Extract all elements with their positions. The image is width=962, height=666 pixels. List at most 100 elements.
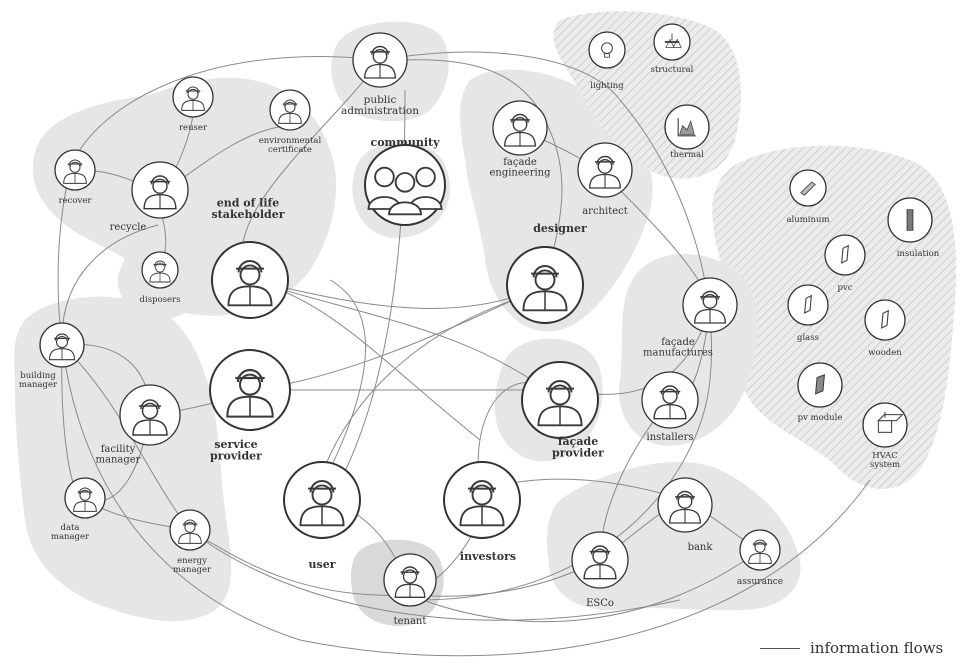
node-label: pv module [798, 413, 843, 423]
installers-icon [653, 385, 687, 420]
tenant-icon [394, 566, 426, 598]
insulation-panel-icon [906, 209, 914, 231]
end-of-life-stakeholder-icon [227, 260, 273, 307]
node-label: installers [647, 432, 694, 443]
node-investors: investors [443, 461, 521, 563]
node-label: building [20, 371, 56, 381]
public-administration-icon [364, 45, 396, 79]
node-label: service [214, 438, 257, 451]
node-label: lighting [590, 81, 624, 91]
node-label: façade [558, 435, 598, 448]
flow-line [249, 279, 561, 401]
thermal-chart-icon [677, 118, 696, 137]
glass-panel-icon [804, 294, 812, 314]
environmental-certificate-icon [278, 99, 302, 124]
building-manager-icon [48, 333, 76, 361]
aluminum-profile-icon [800, 181, 816, 196]
node-circle [664, 104, 710, 150]
legend-line-swatch [760, 647, 800, 649]
node-wooden: wooden [864, 299, 906, 358]
user-icon [299, 480, 345, 527]
node-label: recycle [110, 222, 147, 233]
flow-line [189, 529, 681, 621]
node-disposers: disposers [140, 251, 181, 305]
node-label: assurance [737, 577, 783, 587]
node-user: user [283, 461, 361, 571]
node-label: designer [533, 222, 587, 235]
facility-manager-icon [132, 399, 168, 436]
node-thermal: thermal [664, 104, 710, 160]
assurance-icon [748, 539, 772, 564]
node-label: provider [552, 447, 604, 460]
node-label: facility [101, 444, 136, 455]
flow-line [189, 529, 411, 596]
node-architect: architect [577, 142, 633, 217]
node-label: end of life [217, 196, 280, 209]
node-label: stakeholder [211, 208, 284, 221]
node-label: wooden [868, 348, 902, 358]
node-aluminum: aluminum [786, 169, 830, 225]
community-group-icon [367, 166, 443, 216]
pv-module-icon [815, 373, 825, 395]
facade-engineering-icon [504, 113, 536, 147]
node-designer: designer [506, 222, 587, 324]
architect-icon [589, 155, 621, 189]
recover-icon [63, 159, 87, 184]
node-label: manufactures [643, 348, 713, 359]
legend: information flows [760, 639, 943, 657]
node-label: aluminum [786, 215, 829, 225]
stakeholder-nodes: publicadministrationcommunityreuserenvir… [19, 23, 940, 627]
node-label: environmental [259, 136, 322, 146]
wooden-panel-icon [881, 309, 889, 329]
facade-provider-icon [537, 380, 583, 427]
node-label: bank [688, 542, 714, 553]
node-label: structural [651, 65, 694, 75]
esco-icon [583, 545, 617, 580]
node-insulation: insulation [887, 197, 940, 259]
node-bank: bank [657, 477, 714, 553]
node-label: glass [797, 333, 819, 343]
node-label: HVAC [872, 451, 898, 461]
node-label: user [309, 558, 336, 571]
node-label: engineering [489, 168, 551, 179]
node-label: ESCo [586, 598, 614, 609]
node-glass: glass [787, 284, 829, 343]
node-pvc: pvc [824, 234, 866, 293]
flow-line [319, 279, 366, 491]
node-label: manager [96, 455, 141, 466]
node-assurance: assurance [737, 529, 783, 587]
flow-line [69, 56, 381, 171]
node-pv-module: pv module [797, 362, 843, 423]
facade-manufactures-icon [694, 290, 726, 324]
legend-label: information flows [810, 639, 944, 657]
node-tenant: tenant [383, 553, 437, 627]
node-label: pvc [837, 283, 852, 293]
flow-line [319, 289, 546, 481]
node-reuser: reuser [172, 76, 214, 133]
energy-manager-icon [178, 519, 202, 544]
node-recover: recover [54, 149, 96, 206]
node-label: data [61, 523, 80, 533]
node-label: reuser [179, 123, 208, 133]
lightbulb-icon [601, 42, 613, 58]
node-label: architect [582, 206, 628, 217]
node-esco: ESCo [571, 531, 629, 609]
node-label: system [870, 460, 900, 470]
node-structural: structural [651, 23, 694, 75]
node-label: investors [460, 550, 516, 563]
service-provider-icon [226, 368, 274, 418]
investors-icon [459, 480, 505, 527]
node-label: disposers [140, 295, 181, 305]
node-label: manager [51, 532, 90, 542]
node-label: thermal [670, 150, 704, 160]
